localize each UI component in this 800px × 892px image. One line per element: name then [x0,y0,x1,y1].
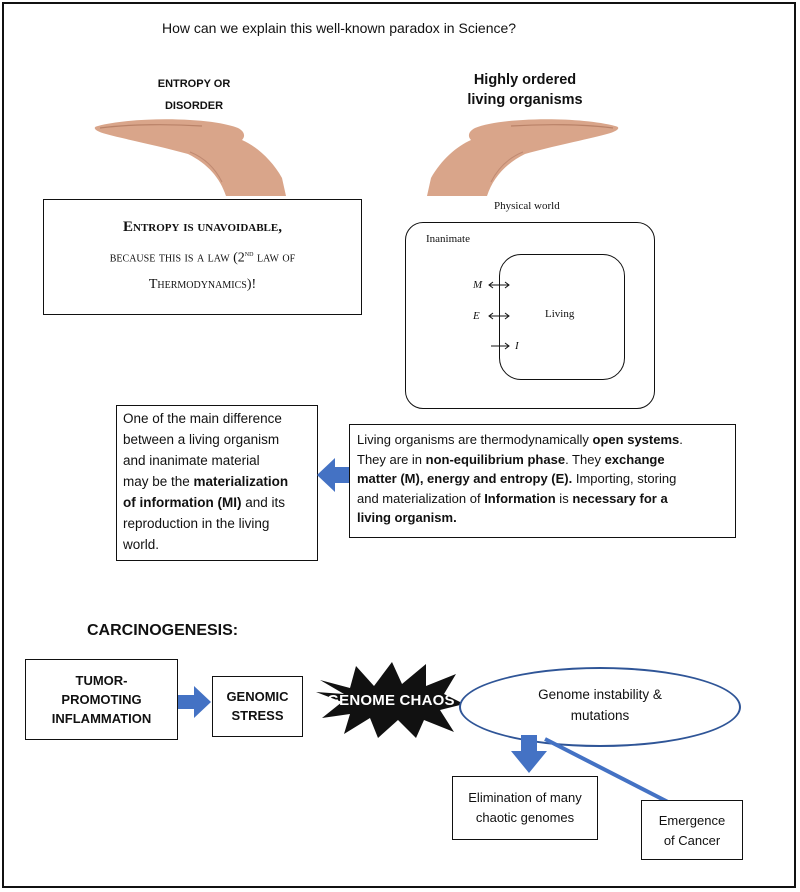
question-title: How can we explain this well-known parad… [162,20,517,36]
elimination-line1: Elimination of many [468,790,582,805]
tumor-line1: TUMOR- [75,673,128,688]
left-hand-label: ENTROPY OR DISORDER [148,73,240,117]
genome-chaos-label: GENOME CHAOS [327,692,455,709]
mi-line2: between a living organism [123,432,280,447]
elimination-line2: chaotic genomes [475,810,575,825]
stress-line2: STRESS [231,708,284,723]
left-arrow [317,458,351,492]
left-hand-label-line2: DISORDER [164,100,224,112]
instability-ellipse [459,667,741,747]
i-label: I [515,340,519,352]
open-systems-box: Living organisms are thermodynamically o… [349,424,736,538]
entropy-box: Entropy is unavoidable, because this is … [43,199,362,315]
inanimate-box [405,222,655,409]
m-label: M [473,279,483,291]
entropy-line2: because this is a law (2nd law of [109,248,296,266]
emergence-line1: Emergence [658,813,726,828]
down-arrow [511,735,547,773]
instability-line1: Genome instability & [538,687,662,702]
carcinogenesis-heading: CARCINOGENESIS: [87,622,239,639]
tumor-box: TUMOR- PROMOTING INFLAMMATION [25,659,178,740]
right-arrow [178,686,211,718]
open-line3: matter (M), energy and entropy (E). Impo… [357,471,677,486]
open-line5: living organism. [357,510,457,525]
tumor-line2: PROMOTING [61,692,142,707]
genome-chaos-burst [316,662,464,738]
mi-line4: may be the materialization [123,474,289,489]
tumor-line3: INFLAMMATION [51,711,152,726]
stress-line1: GENOMIC [226,689,289,704]
mi-line5: of information (MI) and its [123,495,286,510]
physical-world-title: Physical world [494,200,560,212]
left-hand-label-line1: ENTROPY OR [157,78,231,90]
entropy-title: Entropy is unavoidable, [123,219,282,235]
open-line4: and materialization of Information is ne… [357,490,668,506]
exchange-arrows [488,281,510,350]
mi-line1: One of the main difference [123,411,282,426]
living-label: Living [545,308,575,320]
mi-box: One of the main difference between a liv… [116,405,318,561]
mi-line6: reproduction in the living [123,516,270,531]
emergence-box: Emergence of Cancer [641,800,743,860]
e-label: E [473,310,480,322]
right-hand-label-line1: Highly ordered [473,72,577,88]
genomic-stress-box: GENOMIC STRESS [212,676,303,737]
entropy-line3: Thermodynamics)! [148,276,257,292]
elimination-box: Elimination of many chaotic genomes [452,776,598,840]
inanimate-label: Inanimate [426,233,470,245]
right-hand-label-line2: living organisms [467,92,583,108]
instability-line2: mutations [570,708,630,723]
open-line2: They are in non-equilibrium phase. They … [357,451,665,467]
right-hand-label: Highly ordered living organisms [460,70,590,110]
emergence-line2: of Cancer [663,833,721,848]
left-hand-icon [94,119,286,196]
living-box [499,254,625,380]
mi-line3: and inanimate material [123,453,260,468]
instability-label: Genome instability & mutations [459,684,741,726]
open-line1: Living organisms are thermodynamically o… [357,432,683,447]
mi-line7: world. [123,537,160,552]
right-hand-icon [427,119,619,196]
